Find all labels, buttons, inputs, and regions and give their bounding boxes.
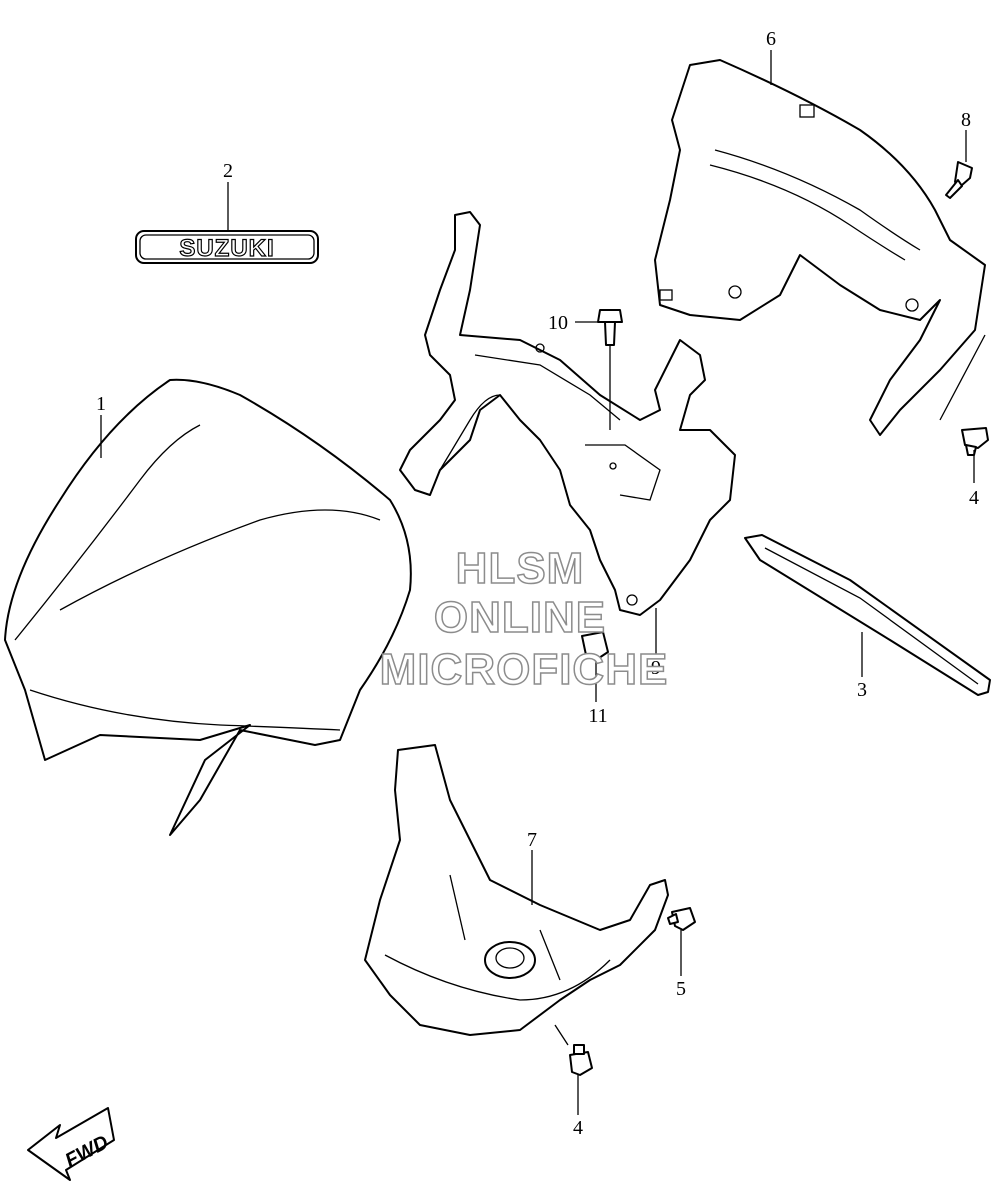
callout-10: 10 bbox=[548, 312, 568, 334]
clip-right-part bbox=[667, 907, 696, 931]
windscreen-part bbox=[4, 378, 412, 836]
lower-cowl-part bbox=[364, 744, 669, 1036]
callout-9: 9 bbox=[651, 657, 661, 679]
bracket-part bbox=[399, 211, 736, 616]
callout-11: 11 bbox=[588, 705, 607, 727]
emblem-part: SUZUKI bbox=[135, 230, 319, 264]
clip-lower-part bbox=[569, 1044, 593, 1076]
upper-cowl-part bbox=[654, 59, 986, 436]
watermark-line3: MICROFICHE bbox=[380, 645, 669, 694]
emblem-text: SUZUKI bbox=[179, 235, 274, 262]
callout-3: 3 bbox=[857, 679, 867, 701]
leader-ref-b bbox=[554, 1024, 569, 1046]
callout-7: 7 bbox=[527, 829, 537, 851]
bolt-part bbox=[597, 309, 623, 346]
callout-1: 1 bbox=[96, 393, 106, 415]
callouts: 1 2 3 4 4 5 6 7 8 9 10 11 bbox=[96, 28, 979, 1139]
watermark: HLSM ONLINE MICROFICHE bbox=[379, 543, 669, 695]
nut-part bbox=[581, 631, 609, 661]
gasket-part bbox=[744, 534, 991, 696]
clip-upper-part bbox=[961, 427, 989, 456]
watermark-line1: HLSM bbox=[456, 544, 585, 593]
fwd-arrow-icon: FWD bbox=[27, 1107, 115, 1181]
callout-4-upper: 4 bbox=[969, 487, 979, 509]
callout-2: 2 bbox=[223, 160, 233, 182]
screw-part bbox=[945, 161, 973, 199]
leader-lines bbox=[100, 50, 986, 1115]
watermark-line2: ONLINE bbox=[434, 593, 606, 642]
leader-ref-a bbox=[939, 334, 986, 421]
callout-6: 6 bbox=[766, 28, 776, 50]
callout-4-lower: 4 bbox=[573, 1117, 583, 1139]
callout-5: 5 bbox=[676, 978, 686, 1000]
callout-8: 8 bbox=[961, 109, 971, 131]
